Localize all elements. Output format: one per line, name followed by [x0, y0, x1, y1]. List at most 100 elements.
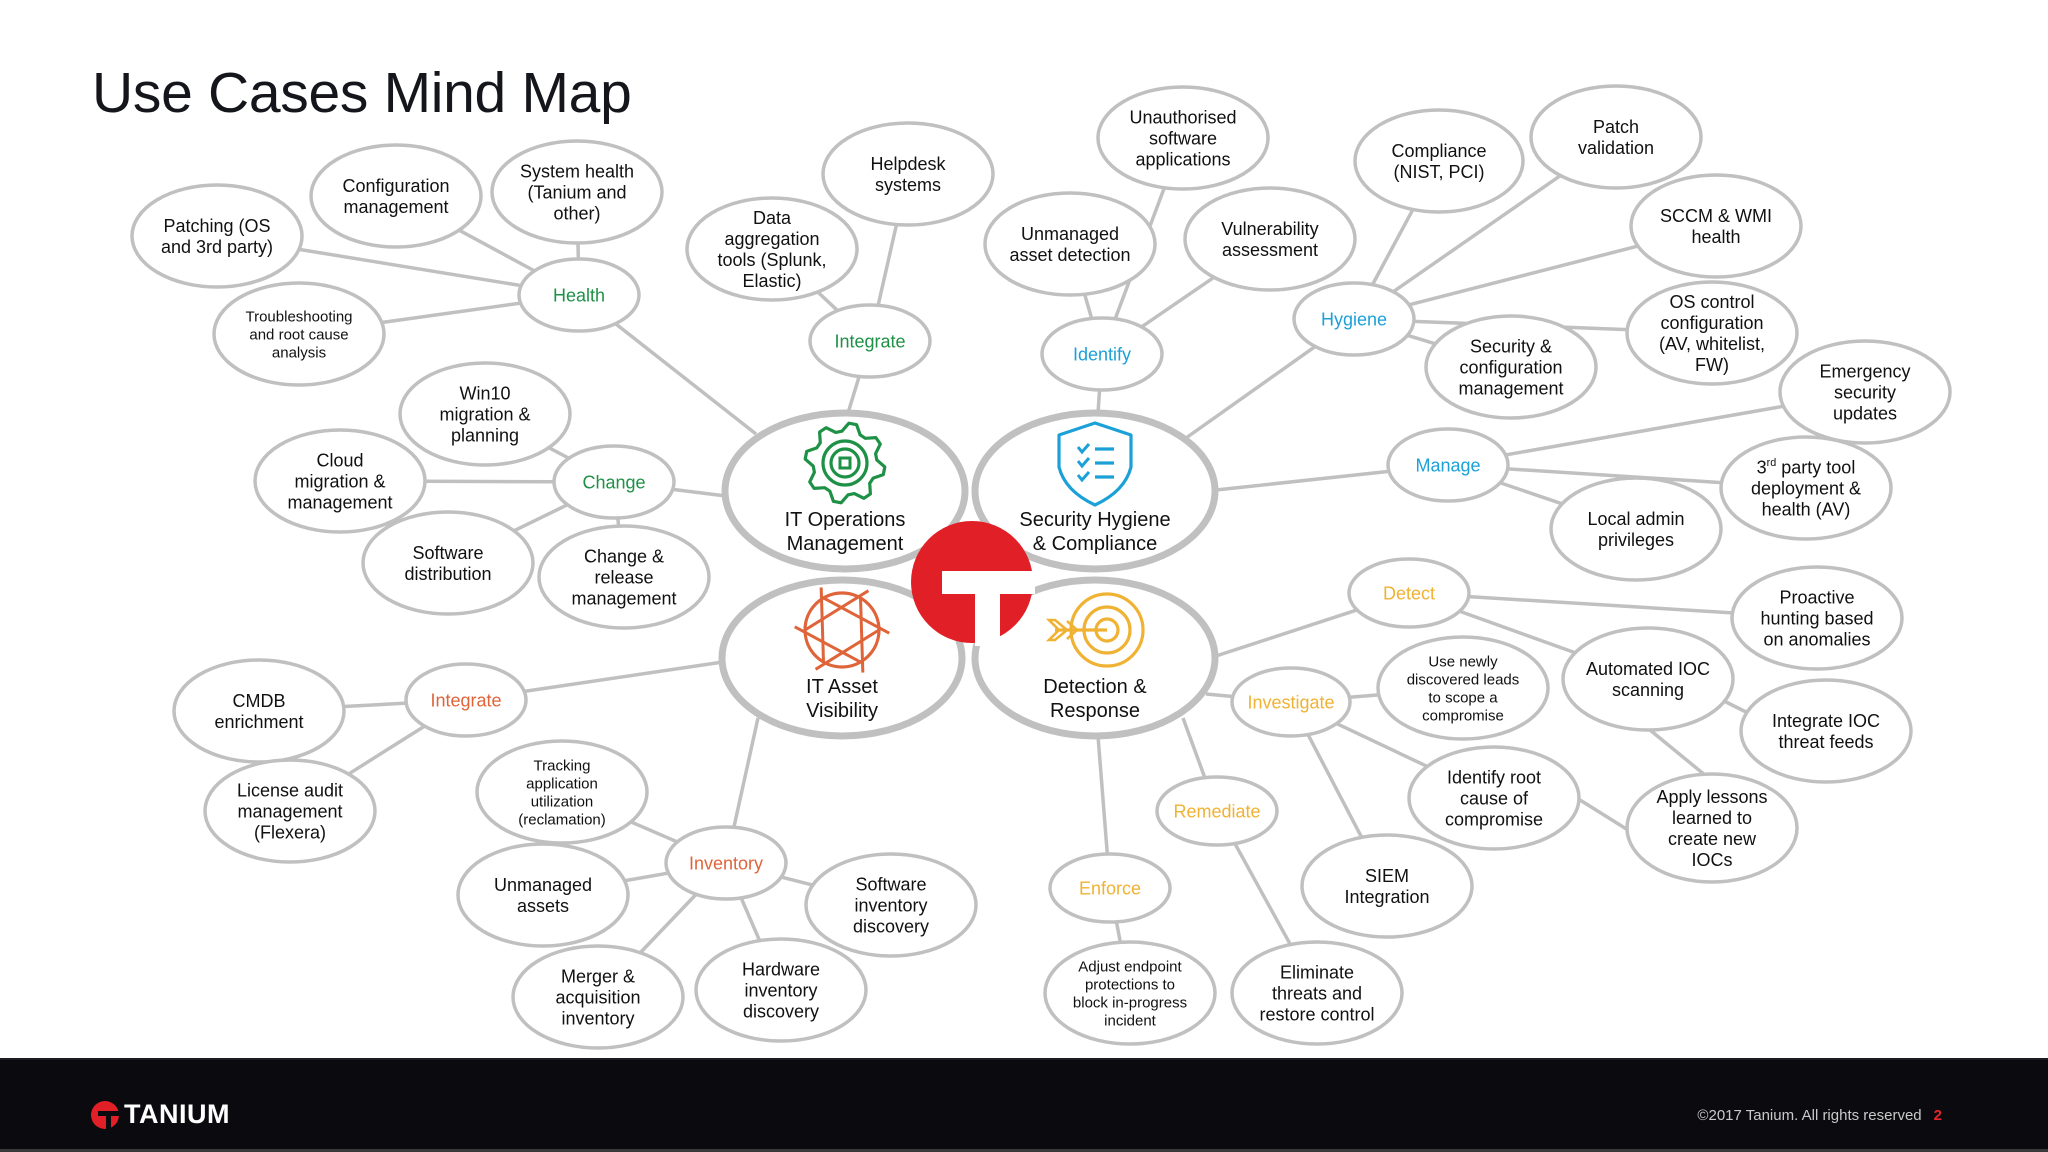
leaf-tracking-application-utilization-reclamation[interactable]: Trackingapplicationutilization(reclamati…: [475, 739, 649, 845]
node-label-line: and 3rd party): [161, 237, 273, 257]
node-label-line: block in-progress: [1073, 994, 1187, 1011]
group-node-identify[interactable]: Identify: [1040, 316, 1164, 392]
group-node-integrate-asset[interactable]: Integrate: [404, 662, 528, 738]
node-label-line: Automated IOC: [1586, 659, 1710, 679]
node-label-line: aggregation: [724, 229, 819, 249]
node-label-line: Use newly: [1428, 653, 1498, 670]
category-node-detect[interactable]: Detection &Response: [971, 576, 1219, 740]
connector-line: [1392, 174, 1562, 294]
node-label-line: utilization: [531, 793, 594, 810]
node-label-line: OS control: [1669, 292, 1754, 312]
connector-line: [739, 897, 762, 942]
leaf-compliance-nist-pci[interactable]: Compliance(NIST, PCI): [1353, 108, 1525, 214]
node-label-line: release: [594, 567, 653, 587]
group-label: Identify: [1073, 345, 1131, 365]
group-node-investigate[interactable]: Investigate: [1230, 666, 1352, 738]
connector-line: [732, 717, 760, 828]
connector-line: [639, 893, 698, 954]
node-label-line: Proactive: [1779, 587, 1854, 607]
node-label-line: SCCM & WMI: [1660, 206, 1772, 226]
group-node-enforce[interactable]: Enforce: [1048, 852, 1172, 924]
connector-line: [381, 301, 521, 325]
node-label-line: SIEM: [1365, 866, 1409, 886]
group-label: Inventory: [689, 854, 763, 874]
node-label-line: other): [553, 203, 600, 223]
node-label-line: management: [237, 801, 342, 821]
connector-line: [1096, 389, 1102, 414]
node-label-line: Data: [753, 208, 792, 228]
connector-line: [1370, 208, 1415, 286]
node-label-line: configuration: [1660, 313, 1763, 333]
connector-line: [846, 375, 861, 414]
connector-line: [1215, 469, 1390, 492]
category-node-security[interactable]: Security Hygiene& Compliance: [971, 409, 1219, 573]
connector-line: [1096, 735, 1110, 855]
connector-line: [1507, 467, 1722, 485]
node-label-line: deployment &: [1751, 478, 1861, 498]
node-label-line: Integrate IOC: [1772, 711, 1880, 731]
node-label-line: threats and: [1272, 983, 1362, 1003]
connector-line: [1335, 721, 1428, 769]
node-label-line: management: [1458, 378, 1563, 398]
group-node-integrate-ops[interactable]: Integrate: [808, 303, 932, 379]
node-label-line: discovered leads: [1407, 671, 1520, 688]
node-label-line: migration &: [294, 471, 385, 491]
node-label-line: compromise: [1422, 707, 1504, 724]
connector-line: [1082, 293, 1094, 320]
group-node-inventory[interactable]: Inventory: [664, 825, 788, 901]
group-node-change[interactable]: Change: [552, 444, 676, 520]
node-label-line: inventory: [854, 895, 927, 915]
group-node-remediate[interactable]: Remediate: [1155, 775, 1279, 847]
node-label-line: Change &: [584, 546, 664, 566]
node-label-line: Compliance: [1391, 141, 1486, 161]
group-node-manage[interactable]: Manage: [1386, 427, 1510, 503]
group-node-hygiene[interactable]: Hygiene: [1292, 281, 1416, 357]
connector-line: [630, 820, 679, 844]
copyright-text: ©2017 Tanium. All rights reserved: [1697, 1107, 1922, 1124]
node-label-line: management: [571, 588, 676, 608]
group-node-health[interactable]: Health: [517, 257, 641, 333]
connector-line: [1349, 693, 1379, 699]
node-label-line: Unmanaged: [1021, 224, 1119, 244]
group-node-detect[interactable]: Detect: [1347, 557, 1471, 629]
tanium-logo-icon: [91, 1100, 120, 1130]
brand-name: TANIUM: [124, 1099, 230, 1129]
